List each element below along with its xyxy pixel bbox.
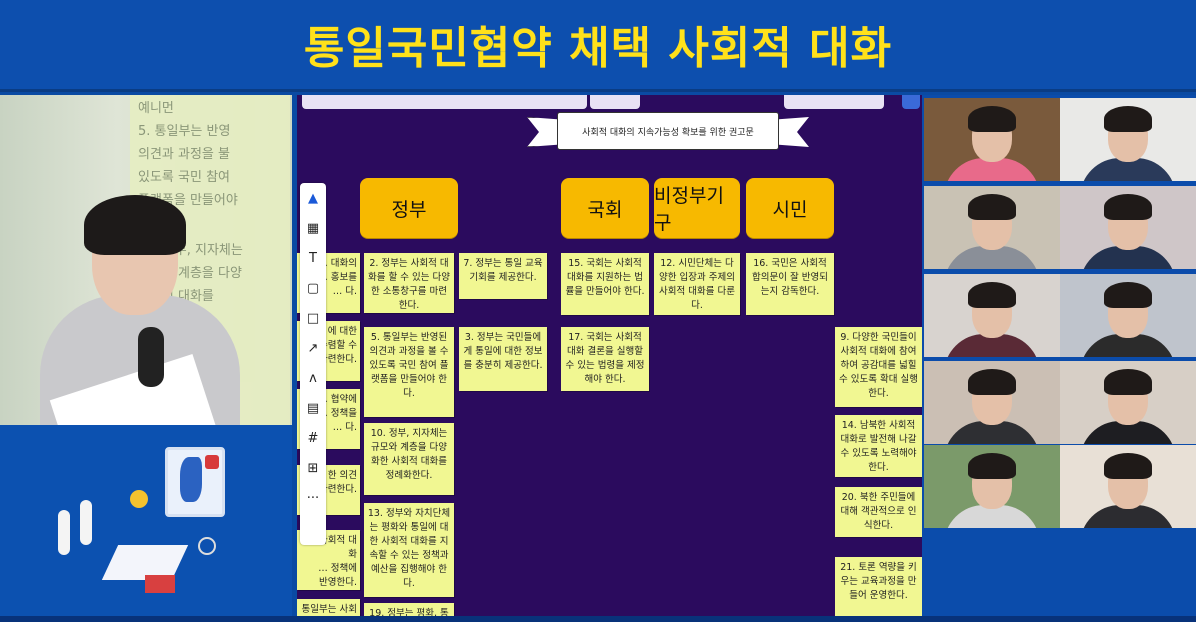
sticky-note[interactable]: 3. 정부는 국민들에게 통일에 대한 정보를 충분히 제공한다. bbox=[459, 327, 547, 391]
comment-tool-icon[interactable]: ▤ bbox=[306, 400, 320, 416]
sticky-note[interactable]: 9. 다양한 국민들이 사회적 대화에 참여하여 공감대를 넓힐 수 있도록 확… bbox=[835, 327, 922, 407]
participant-hair bbox=[968, 282, 1016, 308]
banner-title: 통일국민협약 채택 사회적 대화 bbox=[303, 23, 893, 74]
ribbon-banner: 사회적 대화의 지속가능성 확보를 위한 권고문 bbox=[527, 107, 809, 157]
participant-hair bbox=[968, 453, 1016, 479]
select-tool-icon[interactable]: ▲ bbox=[308, 190, 318, 206]
poster-line: 의견과 과정을 불 bbox=[138, 147, 230, 162]
participant-tile[interactable] bbox=[924, 186, 1060, 269]
text-tool-icon[interactable]: T bbox=[309, 250, 317, 266]
shape-tool-icon[interactable]: □ bbox=[306, 310, 320, 326]
participant-body bbox=[1080, 158, 1176, 181]
participant-body bbox=[944, 246, 1040, 269]
upload-tool-icon[interactable]: ⊞ bbox=[307, 460, 319, 476]
sticky-note[interactable]: 16. 국민은 사회적 합의문이 잘 반영되는지 감독한다. bbox=[746, 253, 834, 315]
participant-body bbox=[944, 158, 1040, 181]
participant-hair bbox=[968, 194, 1016, 220]
participant-tile[interactable] bbox=[1060, 186, 1196, 269]
sticky-note[interactable]: 17. 국회는 사회적 대화 결론을 실행할 수 있는 법령을 제정해야 한다. bbox=[561, 327, 649, 391]
participant-tile[interactable] bbox=[1060, 445, 1196, 528]
presenter-hair bbox=[84, 195, 186, 255]
header-ngo[interactable]: 비정부기구 bbox=[654, 178, 740, 238]
participant-tile[interactable] bbox=[1060, 274, 1196, 357]
decorative-illustration bbox=[0, 425, 292, 622]
korea-map-icon bbox=[180, 457, 202, 502]
participant-tile[interactable] bbox=[1060, 98, 1196, 181]
poster-line: 있도록 국민 참여 bbox=[138, 170, 230, 185]
bottom-bar bbox=[0, 616, 1196, 622]
participant-body bbox=[1080, 505, 1176, 528]
sticky-note[interactable]: 2. 정부는 사회적 대화를 할 수 있는 다양한 소통창구를 마련한다. bbox=[364, 253, 454, 313]
header-government[interactable]: 정부 bbox=[360, 178, 458, 238]
sticky-note[interactable]: 5. 통일부는 반영된 의견과 과정을 볼 수 있도록 국민 참여 플랫폼을 만… bbox=[364, 327, 454, 417]
participant-tile[interactable] bbox=[924, 445, 1060, 528]
participant-tile[interactable] bbox=[924, 274, 1060, 357]
participant-hair bbox=[1104, 106, 1152, 132]
microphone-icon bbox=[138, 327, 164, 387]
participant-hair bbox=[1104, 453, 1152, 479]
grid-tool-icon[interactable]: # bbox=[307, 430, 319, 446]
participant-hair bbox=[968, 106, 1016, 132]
sticky-note[interactable]: 21. 토론 역량을 키우는 교육과정을 만들어 운영한다. bbox=[835, 557, 922, 619]
participant-body bbox=[944, 505, 1040, 528]
more-tools-icon[interactable]: ··· bbox=[306, 490, 320, 506]
person-figure-icon bbox=[80, 500, 92, 545]
browser-top-strip bbox=[297, 95, 922, 109]
participant-hair bbox=[968, 369, 1016, 395]
browser-tab[interactable] bbox=[302, 95, 587, 109]
pen-tool-icon[interactable]: ʌ bbox=[309, 370, 317, 386]
lightbulb-icon bbox=[130, 490, 148, 508]
header-national-assembly[interactable]: 국회 bbox=[561, 178, 649, 238]
participant-body bbox=[1080, 421, 1176, 444]
frame-tool-icon[interactable]: ▦ bbox=[306, 220, 320, 236]
poster-line: 예니먼 bbox=[138, 101, 174, 116]
sticky-note[interactable]: 12. 시민단체는 다양한 입장과 주제의 사회적 대화를 다룬다. bbox=[654, 253, 740, 315]
participant-body bbox=[944, 421, 1040, 444]
whiteboard-toolbar: ▲ ▦ T ▢ □ ↗ ʌ ▤ # ⊞ ··· bbox=[300, 183, 326, 545]
sticky-note[interactable]: 15. 국회는 사회적 대화를 지원하는 법률을 만들어야 한다. bbox=[561, 253, 649, 315]
sticky-note[interactable]: 10. 정부, 지자체는 규모와 계층을 다양화한 사회적 대화를 정례화한다. bbox=[364, 423, 454, 495]
participant-hair bbox=[1104, 194, 1152, 220]
alert-icon bbox=[205, 455, 219, 469]
person-figure-icon bbox=[58, 510, 70, 555]
browser-button[interactable] bbox=[902, 95, 920, 109]
participant-body bbox=[1080, 246, 1176, 269]
browser-tab[interactable] bbox=[590, 95, 640, 109]
poster-line: 5. 통일부는 반영 bbox=[138, 124, 231, 139]
presenter-video: 예니먼 5. 통일부는 반영 의견과 과정을 불 있도록 국민 참여 플랫폼을 … bbox=[0, 95, 292, 425]
sticky-note[interactable]: 7. 정부는 통일 교육 기회를 제공한다. bbox=[459, 253, 547, 299]
ribbon-title: 사회적 대화의 지속가능성 확보를 위한 권고문 bbox=[557, 112, 779, 150]
sticky-note[interactable]: 14. 남북한 사회적 대화로 발전해 나갈 수 있도록 노력해야 한다. bbox=[835, 415, 922, 477]
sticky-note-tool-icon[interactable]: ▢ bbox=[306, 280, 320, 296]
participant-tile[interactable] bbox=[924, 361, 1060, 444]
shared-screen-board[interactable]: 사회적 대화의 지속가능성 확보를 위한 권고문 정부 국회 비정부기구 시민 … bbox=[297, 95, 922, 622]
sticky-note[interactable]: 20. 북한 주민들에 대해 객관적으로 인식한다. bbox=[835, 487, 922, 537]
participant-hair bbox=[1104, 282, 1152, 308]
participant-video-grid bbox=[922, 95, 1196, 622]
participant-tile[interactable] bbox=[1060, 361, 1196, 444]
participant-hair bbox=[1104, 369, 1152, 395]
line-tool-icon[interactable]: ↗ bbox=[307, 340, 319, 356]
participant-body bbox=[944, 334, 1040, 357]
participant-tile[interactable] bbox=[924, 98, 1060, 181]
participant-body bbox=[1080, 334, 1176, 357]
title-banner: 통일국민협약 채택 사회적 대화 bbox=[0, 0, 1196, 92]
browser-extensions[interactable] bbox=[784, 95, 884, 109]
sticky-note[interactable]: 13. 정부와 자치단체는 평화와 통일에 대한 사회적 대화를 지속할 수 있… bbox=[364, 503, 454, 597]
clock-icon bbox=[198, 537, 216, 555]
header-citizens[interactable]: 시민 bbox=[746, 178, 834, 238]
book-icon bbox=[145, 575, 175, 593]
